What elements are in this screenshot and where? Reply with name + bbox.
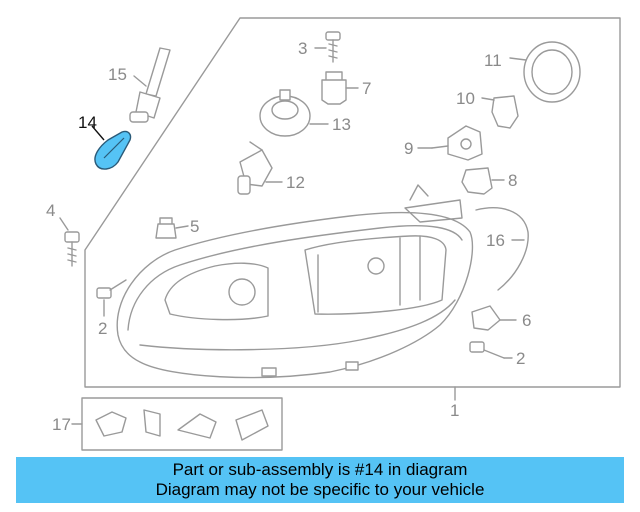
part-9-bulb [431, 125, 483, 161]
callout-3: 3 [298, 39, 307, 58]
callout-14-leader [91, 125, 105, 141]
part-5-clip [155, 217, 177, 239]
part-3-screw [325, 31, 341, 63]
callout-17: 17 [52, 415, 71, 434]
part-4-screw [64, 231, 80, 267]
callout-4-leader [59, 217, 69, 231]
callout-1: 1 [450, 401, 459, 420]
banner-line-2: Diagram may not be specific to your vehi… [155, 480, 485, 499]
callout-6: 6 [522, 311, 531, 330]
part-6-bracket [471, 305, 501, 331]
banner-line-1: Part or sub-assembly is #14 in diagram [172, 460, 468, 479]
callout-5: 5 [190, 217, 199, 236]
callout-11: 11 [484, 51, 502, 70]
callout-11-leader [509, 57, 527, 61]
callout-9: 9 [404, 139, 413, 158]
info-banner: Part or sub-assembly is #14 in diagram D… [16, 457, 624, 503]
part-11-cap [523, 41, 581, 103]
callout-2a: 2 [98, 319, 107, 338]
callout-7: 7 [362, 79, 371, 98]
headlamp-assembly [116, 184, 474, 379]
part-15-holder [129, 47, 171, 123]
callout-4: 4 [46, 201, 55, 220]
part-16-wire [475, 207, 529, 291]
callout-13: 13 [332, 115, 351, 134]
callout-15-leader [133, 75, 147, 87]
part-8-clip [461, 167, 493, 195]
part-7-clip [321, 71, 347, 105]
part-14-highlighted [94, 130, 132, 170]
parts-diagram: 1 2 2 3 4 5 6 7 8 9 10 11 12 13 14 15 16… [46, 17, 621, 451]
assembly-frame [84, 17, 621, 388]
callout-14: 14 [78, 113, 97, 132]
part-12-socket [237, 141, 273, 195]
part-10-clip [491, 95, 519, 129]
callout-16: 16 [486, 231, 505, 250]
callout-2b: 2 [516, 349, 525, 368]
part-2-screw-left [96, 279, 127, 299]
callout-10: 10 [456, 89, 475, 108]
part-13-cover [259, 89, 311, 137]
callout-10-leader [481, 97, 495, 101]
part-17-kit-items [95, 409, 269, 441]
part-2-screw-right [469, 341, 505, 359]
callout-8: 8 [508, 171, 517, 190]
callout-5-leader [175, 225, 189, 229]
callout-15: 15 [108, 65, 127, 84]
part-14-shape [94, 130, 132, 170]
callout-12: 12 [286, 173, 305, 192]
